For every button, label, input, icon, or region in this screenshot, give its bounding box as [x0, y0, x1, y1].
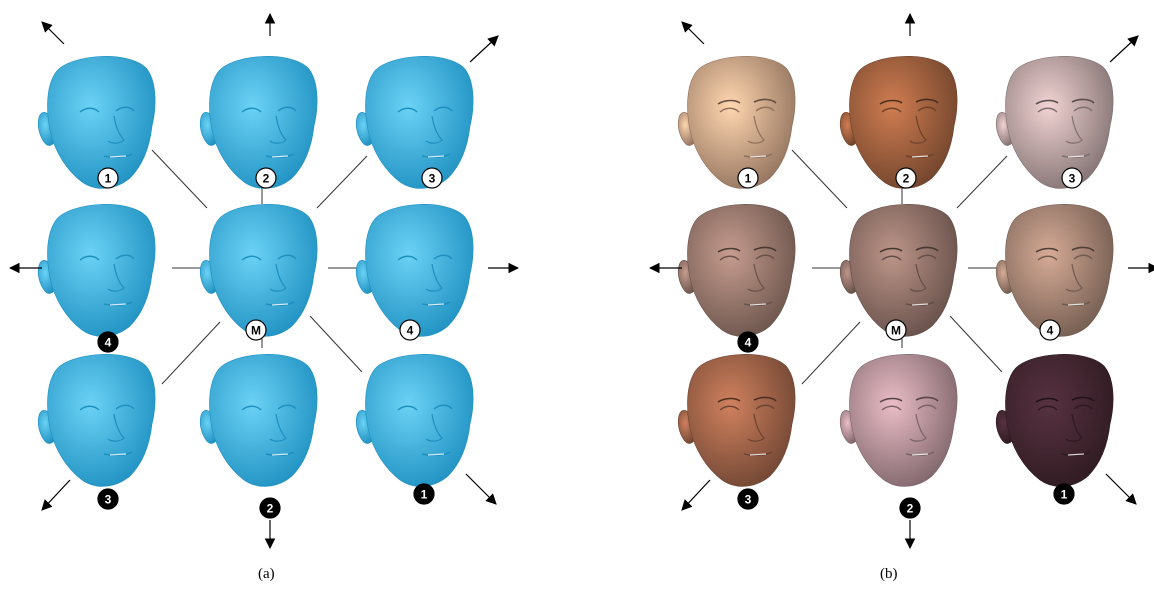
panel-a-badge-left-4: 4	[97, 331, 119, 353]
panel-b-badge-left-4-label: 4	[745, 336, 752, 350]
panel-a-badge-left-4-label: 4	[105, 336, 112, 350]
panel-b-face-r2-c2	[839, 204, 958, 337]
panel-a-badge-center-m: M	[245, 319, 267, 341]
panel-b-link-ne	[956, 155, 1008, 209]
panel-b-link-nw	[791, 149, 848, 209]
panel-b-badge-top-1-label: 1	[745, 172, 752, 186]
panel-b-face-r3-c1	[677, 354, 796, 487]
panel-a-badge-top-3-label: 3	[429, 172, 436, 186]
panel-b-link-sw	[801, 321, 861, 385]
panel-b-badge-top-1: 1	[737, 167, 759, 189]
panel-b-face-r3-c2	[839, 354, 958, 487]
panel-b-badge-left-4: 4	[737, 331, 759, 353]
panel-b-arrow-nw	[681, 21, 705, 45]
panel-a-face-r3-c1	[37, 354, 156, 487]
panel-a-link-se	[309, 315, 363, 373]
panel-b-badge-center-m-label: M	[891, 324, 901, 338]
panel-a-badge-top-2: 2	[255, 167, 277, 189]
panel-a-face-r1-c1	[37, 56, 156, 189]
panel-a-badge-bottom-2: 2	[259, 497, 281, 519]
panel-a-face-r1-c3	[355, 56, 474, 189]
panel-a-badge-bottom-1-label: 1	[421, 488, 428, 502]
panel-b-arrow-sw	[681, 479, 711, 511]
panel-b-badge-right-4-label: 4	[1047, 324, 1054, 338]
panel-a-badge-top-2-label: 2	[263, 172, 270, 186]
panel-b-arrow-se	[1105, 473, 1137, 505]
panel-b-badge-bottom-3-label: 3	[745, 493, 752, 507]
panel-a-link-sw	[161, 321, 221, 385]
panel-a-badge-right-4: 4	[399, 319, 421, 341]
panel-b-badge-bottom-2-label: 2	[907, 502, 914, 516]
panel-a-arrow-nw	[41, 21, 65, 45]
panel-b-badge-center-m: M	[885, 319, 907, 341]
panel-a-badge-top-1: 1	[97, 167, 119, 189]
panel-b-badge-right-4: 4	[1039, 319, 1061, 341]
panel-b-badge-bottom-1: 1	[1053, 483, 1075, 505]
panel-a-face-r2-c3	[355, 204, 474, 337]
panel-b-badge-bottom-3: 3	[737, 488, 759, 510]
panel-b-face-r2-c3	[995, 204, 1114, 337]
caption-b: (b)	[880, 566, 898, 582]
panel-b-face-r1-c2	[839, 56, 958, 189]
panel-a-badge-bottom-2-label: 2	[267, 502, 274, 516]
panel-a-badge-right-4-label: 4	[407, 324, 414, 338]
panel-b-face-r1-c1	[677, 56, 796, 189]
panel-a-badge-bottom-1: 1	[413, 483, 435, 505]
panel-b-arrow-ne	[1109, 35, 1139, 63]
panel-a-link-ne	[316, 155, 368, 209]
panel-b-face-r1-c3	[995, 56, 1114, 189]
panel-a-badge-top-3: 3	[421, 167, 443, 189]
panel-b-badge-top-3: 3	[1061, 167, 1083, 189]
panel-a-arrow-se	[465, 473, 497, 505]
panel-a-badge-bottom-3: 3	[97, 488, 119, 510]
panel-a-arrow-ne	[469, 35, 499, 63]
panel-b-face-r2-c1	[677, 204, 796, 337]
panel-b-badge-top-3-label: 3	[1069, 172, 1076, 186]
panel-b-badge-bottom-1-label: 1	[1061, 488, 1068, 502]
panel-a-badge-bottom-3-label: 3	[105, 493, 112, 507]
panel-b-link-se	[949, 315, 1003, 373]
panel-a-arrow-sw	[41, 479, 71, 511]
panel-a-link-nw	[151, 149, 208, 209]
panel-a-badge-center-m-label: M	[251, 324, 261, 338]
panel-b-badge-top-2: 2	[895, 167, 917, 189]
panel-b-face-r3-c3	[995, 354, 1114, 487]
panel-b-badge-top-2-label: 2	[903, 172, 910, 186]
panel-a-face-r3-c3	[355, 354, 474, 487]
panel-a-face-r2-c1	[37, 204, 156, 337]
panel-a-face-r3-c2	[199, 354, 318, 487]
panel-a-face-r1-c2	[199, 56, 318, 189]
panel-a-face-r2-c2	[199, 204, 318, 337]
panel-b-badge-bottom-2: 2	[899, 497, 921, 519]
panel-a-badge-top-1-label: 1	[105, 172, 112, 186]
caption-a: (a)	[258, 566, 275, 582]
